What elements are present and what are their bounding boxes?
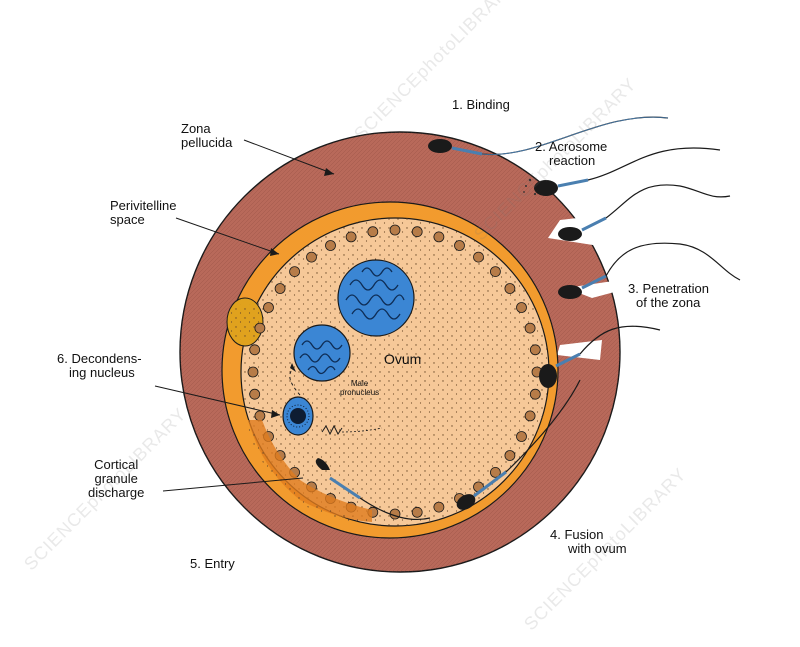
label-acrosome-line2: reaction xyxy=(549,153,596,168)
cytoplasm-texture xyxy=(241,218,549,526)
cortical-granule xyxy=(504,450,516,461)
label-perivitelline: Perivitelline space xyxy=(110,199,176,227)
cortical-granule xyxy=(274,283,286,294)
label-fusion-line2: with ovum xyxy=(568,541,627,556)
cortical-granule xyxy=(489,266,501,278)
cortical-granule xyxy=(529,388,541,400)
cortical-granule xyxy=(249,388,261,400)
cortical-granule xyxy=(516,431,527,442)
cortical-granule xyxy=(433,231,445,243)
cortical-granule xyxy=(247,366,259,378)
leader-lines xyxy=(154,139,335,492)
male-pronucleus xyxy=(293,324,351,382)
label-fusion: 4. Fusion with ovum xyxy=(550,528,627,556)
cortical-granule xyxy=(367,226,379,238)
cortical-granule xyxy=(524,322,536,334)
label-zona-line1: Zona xyxy=(181,121,211,136)
sperm-crossing-zona xyxy=(539,325,661,388)
cortical-granule xyxy=(473,251,484,263)
label-penetration-line2: of the zona xyxy=(636,295,701,310)
label-entry: 5. Entry xyxy=(190,556,235,571)
label-penetration: 3. Penetration of the zona xyxy=(628,282,709,310)
label-penetration-line1: 3. Penetration xyxy=(628,281,709,296)
migration-arrowhead xyxy=(290,363,296,372)
label-perivitelline-line2: space xyxy=(110,212,145,227)
cortical-granule xyxy=(529,344,541,356)
sperm-fusion xyxy=(456,379,581,510)
cortical-granule xyxy=(249,344,261,356)
cortical-granule xyxy=(389,224,401,236)
migration-arrow xyxy=(289,369,301,396)
cortical-granule xyxy=(524,410,536,422)
label-perivitelline-line1: Perivitelline xyxy=(110,198,177,213)
cortical-granule xyxy=(411,506,423,518)
cortical-granule xyxy=(345,231,357,243)
cortical-granule xyxy=(254,410,266,422)
cortical-granule xyxy=(433,501,445,513)
cortical-granule xyxy=(325,240,336,251)
decondensing-nucleus xyxy=(282,396,314,436)
sperm-entry xyxy=(315,458,431,521)
cortical-granule xyxy=(516,302,527,313)
label-ovum: Ovum xyxy=(384,351,422,367)
label-decondensing-line2: ing nucleus xyxy=(69,365,135,380)
zona-notch-2 xyxy=(566,280,622,298)
female-pronucleus xyxy=(337,259,415,337)
label-cortical-line1: Cortical xyxy=(94,457,139,472)
leader-arrowheads xyxy=(270,168,334,418)
label-male-pronucleus-line1: Male xyxy=(350,379,369,388)
sperm-zona-binding xyxy=(558,184,731,241)
label-cortical: Cortical granule discharge xyxy=(88,458,144,500)
label-zona-line2: pellucida xyxy=(181,135,233,150)
label-decondensing-line1: 6. Decondens- xyxy=(57,351,142,366)
label-binding: 1. Binding xyxy=(452,97,510,112)
label-fusion-line1: 4. Fusion xyxy=(550,527,604,542)
polar-body-texture xyxy=(227,304,263,340)
label-acrosome-line1: 2. Acrosome xyxy=(535,139,608,154)
cortical-granule xyxy=(489,466,501,478)
sperm-penetration xyxy=(558,242,741,299)
sperm-tail-remnant xyxy=(341,427,383,433)
zona-notch-3 xyxy=(557,340,602,360)
sperm-midpiece-remnant xyxy=(321,424,343,436)
sperm-binding xyxy=(428,116,669,156)
label-male-pronucleus: Male pronucleus xyxy=(340,379,379,397)
sperm-acrosome-reaction xyxy=(523,147,721,196)
label-decondensing: 6. Decondens- ing nucleus xyxy=(57,352,142,380)
label-cortical-line2: granule xyxy=(94,471,138,486)
label-cortical-line3: discharge xyxy=(88,485,145,500)
cortical-granule xyxy=(289,266,301,278)
label-zona: Zona pellucida xyxy=(181,122,232,150)
cortical-granule xyxy=(411,226,423,238)
cortical-granule xyxy=(263,302,274,313)
cortical-granule xyxy=(306,251,317,263)
label-acrosome: 2. Acrosome reaction xyxy=(535,140,607,168)
cortical-granule xyxy=(254,322,266,334)
label-male-pronucleus-line2: pronucleus xyxy=(340,388,380,397)
cortical-granule xyxy=(454,240,465,251)
cortical-granule xyxy=(504,283,516,294)
